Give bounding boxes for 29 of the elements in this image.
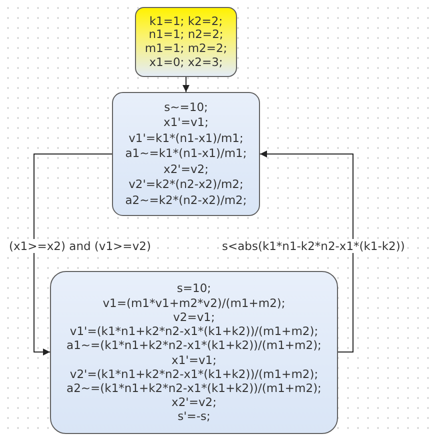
statement-text: x2'=v2; xyxy=(172,395,216,410)
statement-text: v1'=(k1*n1+k2*n2-x1*(k1+k2))/(m1+m2); xyxy=(70,324,318,338)
state-box xyxy=(50,271,338,434)
arrow xyxy=(34,154,112,356)
statement-text: s~=10; xyxy=(164,100,208,116)
statement-text: x1'=v1; xyxy=(172,352,216,367)
statement-text: s'=-s; xyxy=(178,409,210,424)
statement-text: v2=v1; xyxy=(173,310,215,324)
statement-text: a1~=(k1*n1+k2*n2-x1*(k1+k2))/(m1+m2); xyxy=(66,338,322,352)
statement-text: a2~=k2*(n2-x2)/m2; xyxy=(125,192,247,208)
statement-text: v1=(m1*v1+m2*v2)/(m1+m2); xyxy=(102,296,286,310)
arrow xyxy=(182,76,190,92)
statement-text: a2~=(k1*n1+k2*n2-x1*(k1+k2))/(m1+m2); xyxy=(66,380,322,396)
statement-text: x1'=v1; xyxy=(164,115,208,131)
statement-text: n1=1; n2=2; xyxy=(148,28,224,42)
state-box xyxy=(112,92,260,216)
statement-text: s=10; xyxy=(176,281,212,296)
statement-text: k1=1; k2=2; xyxy=(149,14,223,28)
statement-text: a1~=k1*(n1-x1)/m1; xyxy=(125,146,247,162)
statement-text: x2'=v2; xyxy=(164,162,208,178)
statement-text: m1=1; m2=2; xyxy=(144,42,228,56)
statement-text: x1=0; x2=3; xyxy=(149,56,223,70)
statement-text: v2'=k2*(n2-x2)/m2; xyxy=(128,177,244,193)
state-box xyxy=(135,7,237,77)
arrow xyxy=(260,150,354,352)
edge-label: (x1>=x2) and (v1>=v2) xyxy=(7,239,153,253)
statement-text: v2'=(k1*n1+k2*n2-x1*(k1+k2))/(m1+m2); xyxy=(70,366,318,381)
edge-label: s<abs(k1*n1-k2*n2-x1*(k1-k2)) xyxy=(220,239,407,253)
statement-text: v1'=k1*(n1-x1)/m1; xyxy=(128,130,244,146)
